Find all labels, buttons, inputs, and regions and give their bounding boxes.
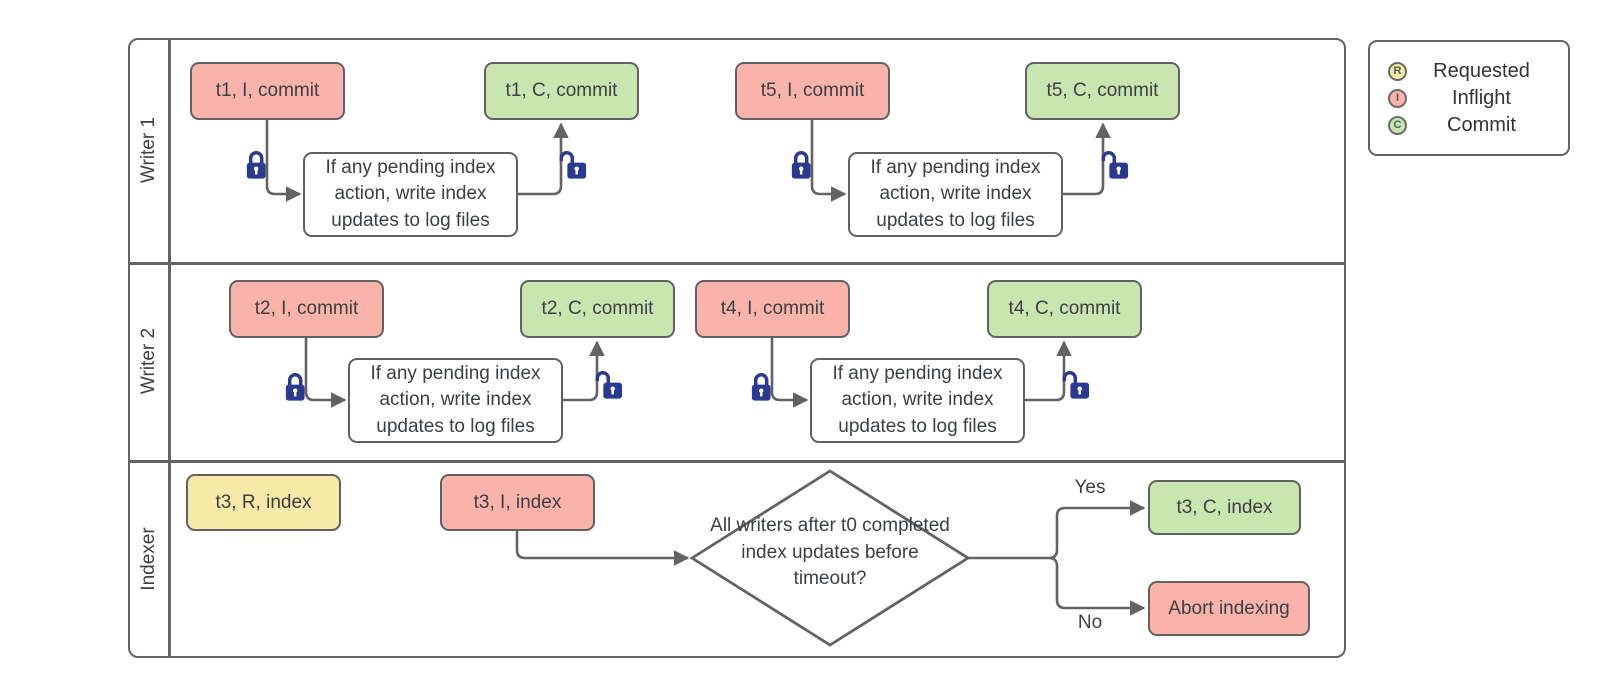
no-branch-label: No: [1077, 612, 1103, 633]
closed-lock-icon: [751, 373, 771, 401]
open-lock-icon: [1101, 151, 1129, 179]
lane-divider-1: [128, 262, 1346, 265]
node-t5-commit: t5, C, commit: [1025, 62, 1180, 120]
node-process-writer2-b: If any pending index action, write index…: [810, 358, 1025, 443]
node-process-writer2-a: If any pending index action, write index…: [348, 358, 563, 443]
closed-lock-icon: [246, 151, 266, 179]
edge-yes-to-t3c: [1048, 500, 1146, 560]
open-lock-icon: [595, 371, 623, 399]
legend-label-commit: Commit: [1447, 113, 1516, 136]
open-lock-icon: [1062, 371, 1090, 399]
legend-row-commit: C Commit: [1388, 112, 1556, 139]
inflight-badge-icon: I: [1388, 88, 1407, 108]
edge-process-to-t2c: [563, 340, 605, 402]
edge-t4i-to-process: [770, 338, 809, 408]
edge-process-to-t4c: [1025, 340, 1072, 402]
node-process-writer1-a: If any pending index action, write index…: [303, 152, 518, 237]
decision-diamond: [689, 469, 971, 647]
node-t1-inflight: t1, I, commit: [190, 62, 345, 120]
edge-t2i-to-process: [304, 338, 347, 408]
edge-process-to-t1c: [518, 122, 569, 196]
yes-branch-label: Yes: [1074, 477, 1106, 498]
lane-divider-2: [128, 460, 1346, 463]
legend: R Requested I Inflight C Commit: [1368, 40, 1570, 156]
node-process-writer1-b: If any pending index action, write index…: [848, 152, 1063, 237]
legend-row-inflight: I Inflight: [1388, 85, 1556, 112]
node-abort-indexing: Abort indexing: [1148, 581, 1310, 636]
edge-no-to-abort: [1048, 556, 1146, 616]
edge-t5i-to-process: [810, 120, 847, 202]
node-t3-commit: t3, C, index: [1148, 480, 1301, 535]
node-t4-commit: t4, C, commit: [987, 280, 1142, 338]
legend-label-requested: Requested: [1433, 59, 1530, 82]
node-t2-commit: t2, C, commit: [520, 280, 675, 338]
lane-label-separator: [168, 38, 171, 658]
open-lock-icon: [559, 151, 587, 179]
requested-badge-icon: R: [1388, 61, 1407, 81]
edge-process-to-t5c: [1063, 122, 1111, 196]
legend-label-inflight: Inflight: [1452, 86, 1511, 109]
node-t3-requested: t3, R, index: [186, 474, 341, 531]
edge-t1i-to-process: [265, 120, 302, 202]
node-t5-inflight: t5, I, commit: [735, 62, 890, 120]
legend-row-requested: R Requested: [1388, 58, 1556, 85]
closed-lock-icon: [791, 151, 811, 179]
edge-t3i-to-decision: [515, 530, 690, 566]
node-t4-inflight: t4, I, commit: [695, 280, 850, 338]
node-t2-inflight: t2, I, commit: [229, 280, 384, 338]
decision-label: All writers after t0 completed index upd…: [710, 515, 950, 590]
node-t1-commit: t1, C, commit: [484, 62, 639, 120]
closed-lock-icon: [285, 373, 305, 401]
node-t3-inflight: t3, I, index: [440, 474, 595, 531]
commit-badge-icon: C: [1388, 115, 1407, 135]
